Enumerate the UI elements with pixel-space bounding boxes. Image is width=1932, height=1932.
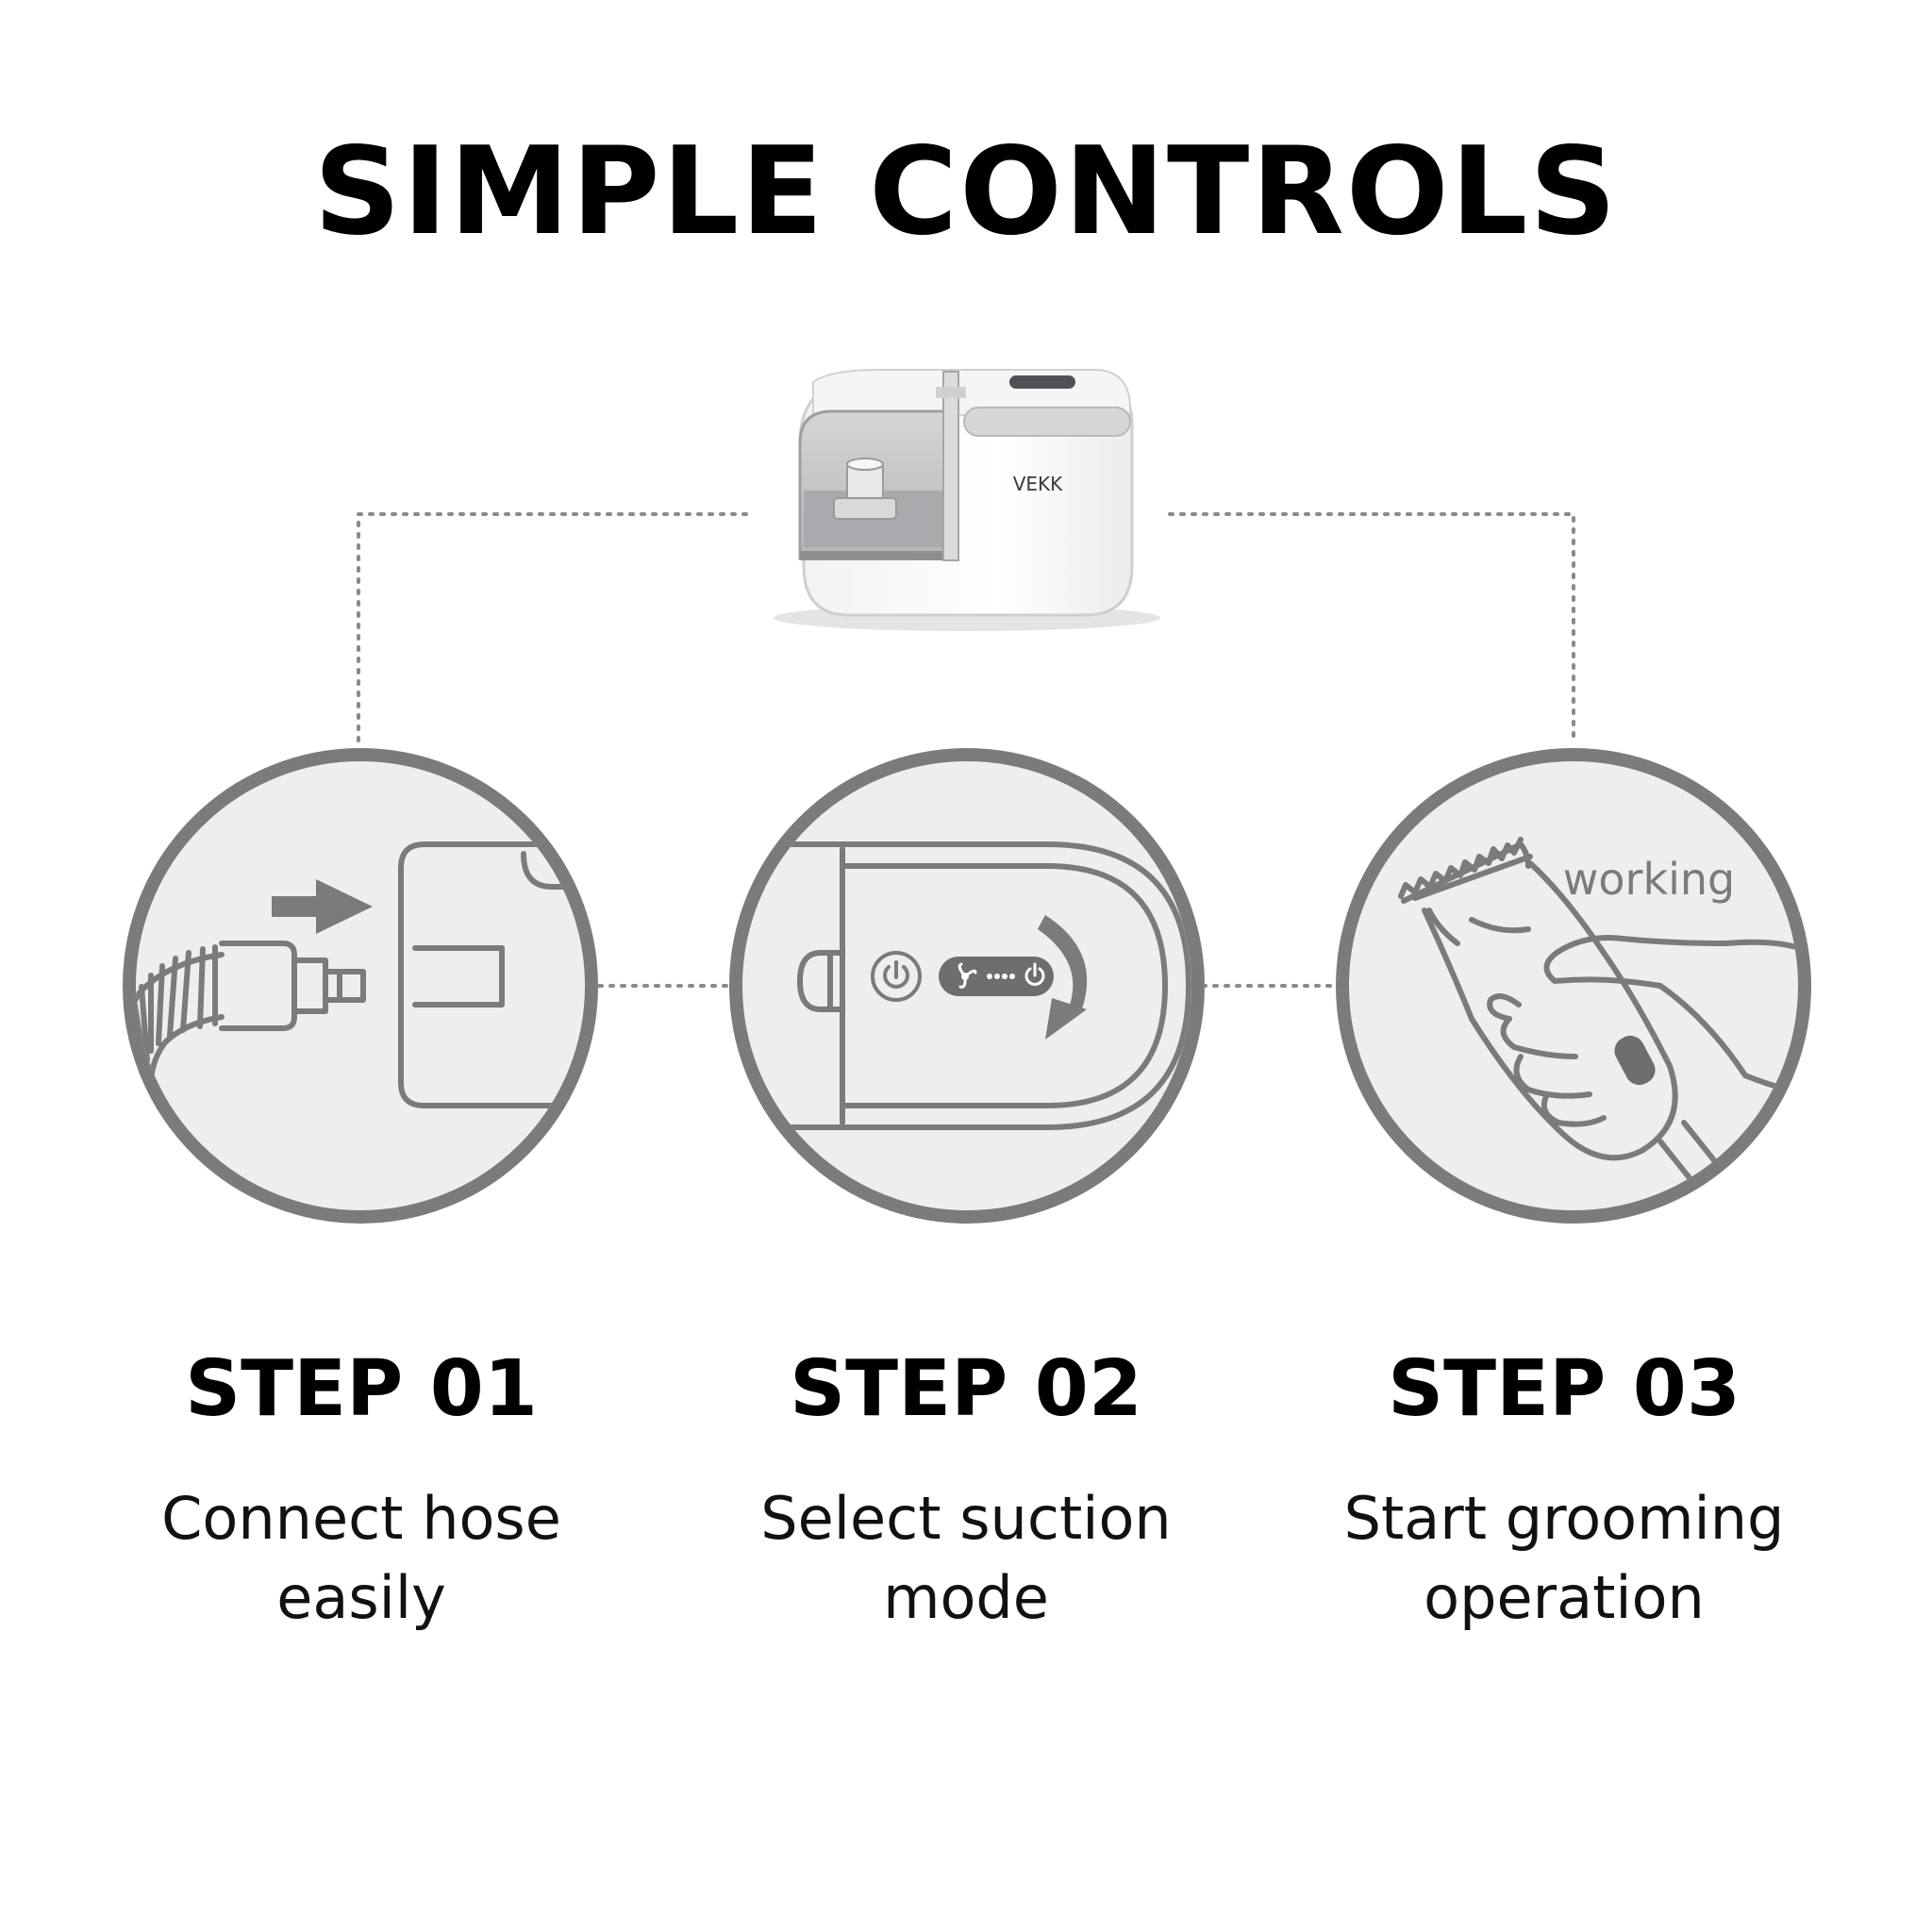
connector-right <box>1168 512 1575 742</box>
working-status-label: working <box>1563 854 1735 905</box>
step2-description-line: Select suction <box>760 1484 1172 1553</box>
page-title: SIMPLE CONTROLS <box>313 122 1619 262</box>
connector-left <box>357 512 757 742</box>
control-panel-icon <box>742 841 1191 1130</box>
step2-description: Select suction mode <box>702 1479 1230 1638</box>
rotate-arrow-icon <box>1038 915 1088 1040</box>
step3-description-line: Start grooming <box>1343 1484 1785 1553</box>
step1-description-line: Connect hose <box>161 1484 561 1553</box>
step2-title: STEP 02 <box>790 1344 1142 1434</box>
step3-description-line: operation <box>1424 1563 1705 1632</box>
vacuum-device-image: VEKK <box>774 369 1160 631</box>
step1-title: STEP 01 <box>185 1344 538 1434</box>
step2-description-line: mode <box>883 1563 1049 1632</box>
hose-connector-icon <box>136 841 585 1108</box>
device-brand-label: VEKK <box>1013 473 1063 495</box>
dotted-connectors <box>357 512 1575 988</box>
hand-clipper-icon: working <box>1398 837 1798 1210</box>
step3-title: STEP 03 <box>1388 1344 1740 1434</box>
step3-icon-circle <box>1336 748 1811 1224</box>
suction-mode-button-icon <box>939 957 1054 996</box>
step1-description-line: easily <box>276 1563 446 1632</box>
power-button-icon <box>871 951 922 1002</box>
step3-description: Start grooming operation <box>1300 1479 1828 1638</box>
step1-description: Connect hose easily <box>97 1479 625 1638</box>
insert-arrow-icon <box>272 879 373 934</box>
